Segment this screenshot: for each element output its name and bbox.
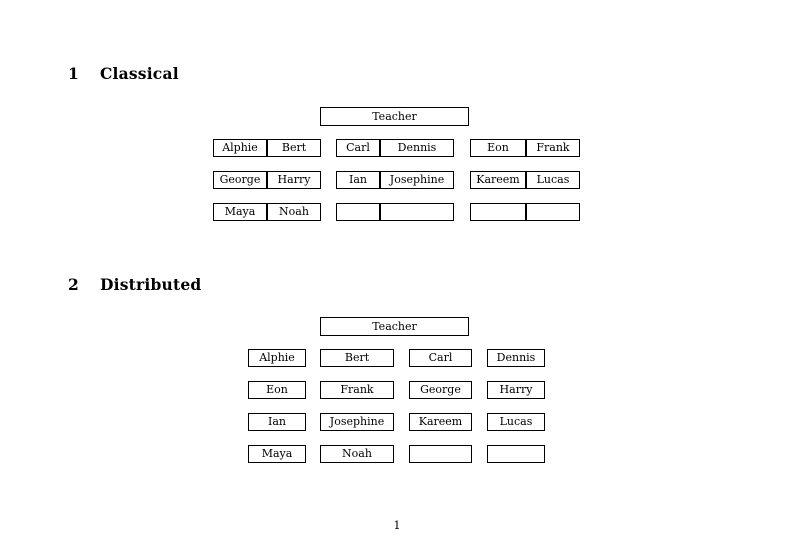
student-cell: Alphie [213, 139, 267, 157]
student-box: Carl [409, 349, 472, 367]
table-row: Alphie Bert [213, 139, 321, 157]
student-box: Eon [248, 381, 306, 399]
student-box: Ian [248, 413, 306, 431]
section-number: 2 [68, 275, 79, 294]
section-title: Classical [100, 64, 179, 83]
table-row: Carl Dennis [336, 139, 454, 157]
student-cell: Bert [267, 139, 321, 157]
student-cell: Ian [336, 171, 380, 189]
section-heading-classical: 1 Classical [68, 64, 179, 83]
student-cell: George [213, 171, 267, 189]
student-cell: Harry [267, 171, 321, 189]
student-cell: Dennis [380, 139, 454, 157]
table-row: Maya Noah [213, 203, 321, 221]
student-box: George [409, 381, 472, 399]
teacher-box-classical: Teacher [320, 107, 469, 126]
student-cell: Frank [526, 139, 580, 157]
page-number: 1 [393, 519, 401, 532]
student-box-empty [409, 445, 472, 463]
student-cell: Lucas [526, 171, 580, 189]
table-row: George Harry [213, 171, 321, 189]
student-cell: Josephine [380, 171, 454, 189]
student-box: Bert [320, 349, 394, 367]
teacher-box-distributed: Teacher [320, 317, 469, 336]
student-box-empty [487, 445, 545, 463]
student-box: Noah [320, 445, 394, 463]
student-box: Josephine [320, 413, 394, 431]
table-row: Ian Josephine [336, 171, 454, 189]
student-cell-empty [470, 203, 526, 221]
table-row [336, 203, 454, 221]
section-number: 1 [68, 64, 79, 83]
student-cell: Eon [470, 139, 526, 157]
student-box: Maya [248, 445, 306, 463]
student-cell: Noah [267, 203, 321, 221]
student-box: Harry [487, 381, 545, 399]
student-cell-empty [526, 203, 580, 221]
student-box: Lucas [487, 413, 545, 431]
table-row [470, 203, 580, 221]
student-cell-empty [336, 203, 380, 221]
student-box: Frank [320, 381, 394, 399]
student-box: Kareem [409, 413, 472, 431]
table-row: Kareem Lucas [470, 171, 580, 189]
table-row: Eon Frank [470, 139, 580, 157]
section-heading-distributed: 2 Distributed [68, 275, 201, 294]
section-title: Distributed [100, 275, 202, 294]
student-cell: Maya [213, 203, 267, 221]
student-cell: Carl [336, 139, 380, 157]
student-box: Dennis [487, 349, 545, 367]
student-cell: Kareem [470, 171, 526, 189]
student-box: Alphie [248, 349, 306, 367]
student-cell-empty [380, 203, 454, 221]
